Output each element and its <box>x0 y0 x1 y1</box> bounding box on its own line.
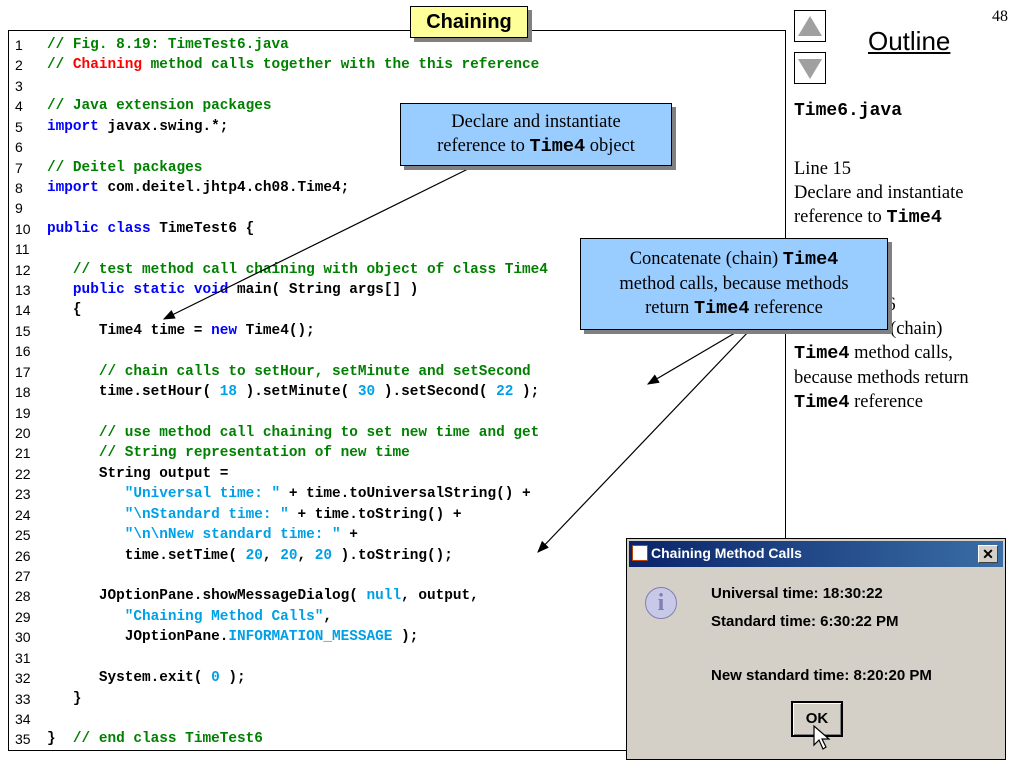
line-number: 21 <box>15 445 31 462</box>
code-text: import com.deitel.jhtp4.ch08.Time4; <box>47 179 350 196</box>
note-line-15: Line 15 Declare and instantiate referenc… <box>794 157 1019 230</box>
line-number: 23 <box>15 486 31 503</box>
line-number: 24 <box>15 506 31 523</box>
code-text: time.setTime( 20, 20, 20 ).toString(); <box>47 547 453 564</box>
note-line: Line 15 <box>794 159 852 179</box>
callout-text: Concatenate (chain) Time4 <box>629 249 839 270</box>
callout-text: reference to Time4 object <box>437 136 635 157</box>
mouse-pointer-icon <box>813 725 831 750</box>
message-line: New standard time: 8:20:20 PM <box>711 667 932 684</box>
code-text: "\n\nNew standard time: " + <box>124 527 358 544</box>
line-number: 12 <box>15 261 31 278</box>
previous-slide-button[interactable] <box>794 10 826 42</box>
code-text: Time4 time = new Time4(); <box>47 322 315 339</box>
note-line: Declare and instantiate <box>794 183 964 203</box>
line-number: 13 <box>15 282 31 299</box>
dialog-titlebar[interactable]: Chaining Method Calls ✕ <box>629 541 1003 567</box>
file-name: Time6.java <box>794 101 903 121</box>
message-line: Universal time: 18:30:22 <box>711 585 883 602</box>
line-number: 35 <box>15 731 31 748</box>
line-number: 17 <box>15 363 31 380</box>
info-icon: i <box>645 587 677 619</box>
callout-text: return Time4 reference <box>645 298 823 319</box>
code-text: // chain calls to setHour, setMinute and… <box>98 363 531 380</box>
code-text: public class TimeTest6 { <box>47 220 255 237</box>
line-number: 18 <box>15 384 31 401</box>
close-button[interactable]: ✕ <box>978 545 998 563</box>
line-number: 7 <box>15 159 23 176</box>
code-text: // Java extension packages <box>47 98 272 115</box>
line-number: 8 <box>15 179 23 196</box>
line-number: 10 <box>15 220 31 237</box>
code-text: // Chaining method calls together with t… <box>47 57 540 74</box>
code-text: { <box>47 302 82 319</box>
outline-link[interactable]: Outline <box>868 26 951 56</box>
code-text: JOptionPane.showMessageDialog( null, out… <box>47 588 479 605</box>
line-number: 14 <box>15 302 31 319</box>
triangle-up-icon <box>798 16 822 36</box>
code-text: System.exit( 0 ); <box>47 670 246 687</box>
line-number: 26 <box>15 547 31 564</box>
java-cup-icon <box>632 545 648 561</box>
line-number: 9 <box>15 200 23 217</box>
line-number: 27 <box>15 567 31 584</box>
line-number: 22 <box>15 465 31 482</box>
code-text: "Chaining Method Calls", <box>124 608 332 625</box>
line-number: 28 <box>15 588 31 605</box>
code-text: public static void main( String args[] ) <box>72 282 419 299</box>
slide-title-tag: Chaining <box>410 6 528 38</box>
line-number: 5 <box>15 118 23 135</box>
line-number: 1 <box>15 37 23 53</box>
line-number: 4 <box>15 98 23 115</box>
code-text: JOptionPane.INFORMATION_MESSAGE ); <box>47 629 419 646</box>
code-text: import javax.swing.*; <box>47 118 229 135</box>
code-text: // String representation of new time <box>98 445 410 462</box>
note-line: reference to Time4 <box>794 207 942 228</box>
code-text: } <box>47 690 82 707</box>
line-number: 32 <box>15 670 31 687</box>
code-text: // use method call chaining to set new t… <box>98 425 540 442</box>
line-number: 33 <box>15 690 31 707</box>
line-number: 31 <box>15 649 31 666</box>
line-number: 15 <box>15 322 31 339</box>
code-text: // test method call chaining with object… <box>72 261 548 278</box>
note-line: Time4 reference <box>794 392 923 413</box>
line-number: 25 <box>15 527 31 544</box>
line-number: 16 <box>15 343 31 360</box>
line-number: 3 <box>15 77 23 94</box>
next-slide-button[interactable] <box>794 52 826 84</box>
note-line: because methods return <box>794 368 969 388</box>
dialog-title: Chaining Method Calls <box>651 545 802 561</box>
callout-text: Declare and instantiate <box>451 112 621 132</box>
line-number: 11 <box>15 241 30 258</box>
line-number: 6 <box>15 139 23 156</box>
code-text: // Fig. 8.19: TimeTest6.java <box>47 37 289 53</box>
code-text: // Deitel packages <box>47 159 203 176</box>
callout-declare: Declare and instantiate reference to Tim… <box>400 103 672 166</box>
line-number: 2 <box>15 57 23 74</box>
code-text: String output = <box>47 465 229 482</box>
message-dialog: Chaining Method Calls ✕ i Universal time… <box>626 538 1006 760</box>
code-text: } // end class TimeTest6 <box>47 731 263 748</box>
line-number: 34 <box>15 710 31 727</box>
line-number: 30 <box>15 629 31 646</box>
note-line: Time4 method calls, <box>794 343 953 364</box>
message-line: Standard time: 6:30:22 PM <box>711 613 899 630</box>
line-number: 19 <box>15 404 31 421</box>
callout-text: method calls, because methods <box>619 274 849 294</box>
line-number: 20 <box>15 425 31 442</box>
code-text: "\nStandard time: " + time.toString() + <box>124 506 462 523</box>
callout-chain: Concatenate (chain) Time4 method calls, … <box>580 238 888 330</box>
line-number: 29 <box>15 608 31 625</box>
triangle-down-icon <box>798 59 822 79</box>
code-text: time.setHour( 18 ).setMinute( 30 ).setSe… <box>47 384 540 401</box>
code-text: "Universal time: " + time.toUniversalStr… <box>124 486 531 503</box>
page-number: 48 <box>992 8 1008 25</box>
